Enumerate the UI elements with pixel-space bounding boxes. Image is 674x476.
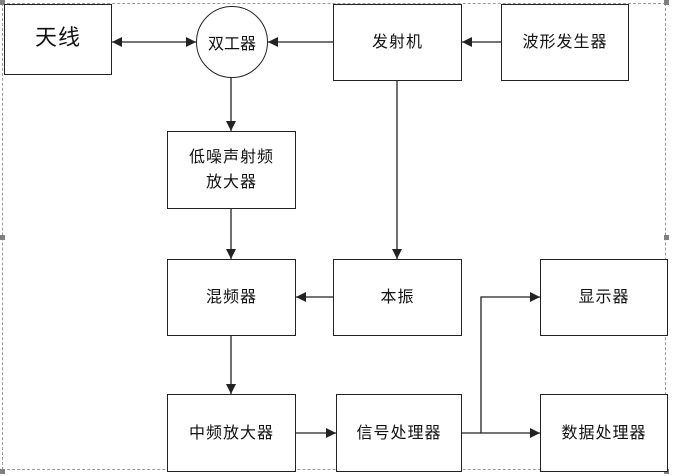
transmitter-block: 发射机 bbox=[333, 4, 462, 81]
resize-handle[interactable] bbox=[0, 235, 5, 240]
resize-handle[interactable] bbox=[0, 469, 5, 474]
lna-label: 低噪声射频放大器 bbox=[188, 147, 274, 191]
lna-block: 低噪声射频放大器 bbox=[167, 131, 296, 209]
local-oscillator-block: 本振 bbox=[333, 259, 462, 336]
resize-handle[interactable] bbox=[664, 0, 669, 5]
data-processor-block: 数据处理器 bbox=[540, 394, 668, 472]
resize-handle[interactable] bbox=[0, 0, 5, 5]
duplexer-block: 双工器 bbox=[196, 6, 268, 78]
arrow-sigproc-display bbox=[480, 292, 540, 433]
antenna-block: 天线 bbox=[4, 4, 112, 75]
resize-handle[interactable] bbox=[664, 235, 669, 240]
waveform-generator-label: 波形发生器 bbox=[522, 32, 608, 52]
local-oscillator-label: 本振 bbox=[380, 287, 415, 307]
data-processor-label: 数据处理器 bbox=[561, 422, 647, 442]
duplexer-label: 双工器 bbox=[207, 34, 256, 53]
signal-processor-label: 信号处理器 bbox=[356, 422, 442, 442]
if-amplifier-block: 中频放大器 bbox=[167, 394, 296, 472]
waveform-generator-block: 波形发生器 bbox=[501, 4, 629, 81]
transmitter-label: 发射机 bbox=[371, 32, 423, 52]
display-block: 显示器 bbox=[540, 259, 668, 336]
signal-processor-block: 信号处理器 bbox=[336, 394, 462, 472]
mixer-block: 混频器 bbox=[167, 259, 296, 336]
if-amplifier-label: 中频放大器 bbox=[188, 422, 274, 442]
display-label: 显示器 bbox=[578, 287, 630, 307]
antenna-label: 天线 bbox=[34, 26, 81, 52]
mixer-label: 混频器 bbox=[205, 287, 257, 307]
